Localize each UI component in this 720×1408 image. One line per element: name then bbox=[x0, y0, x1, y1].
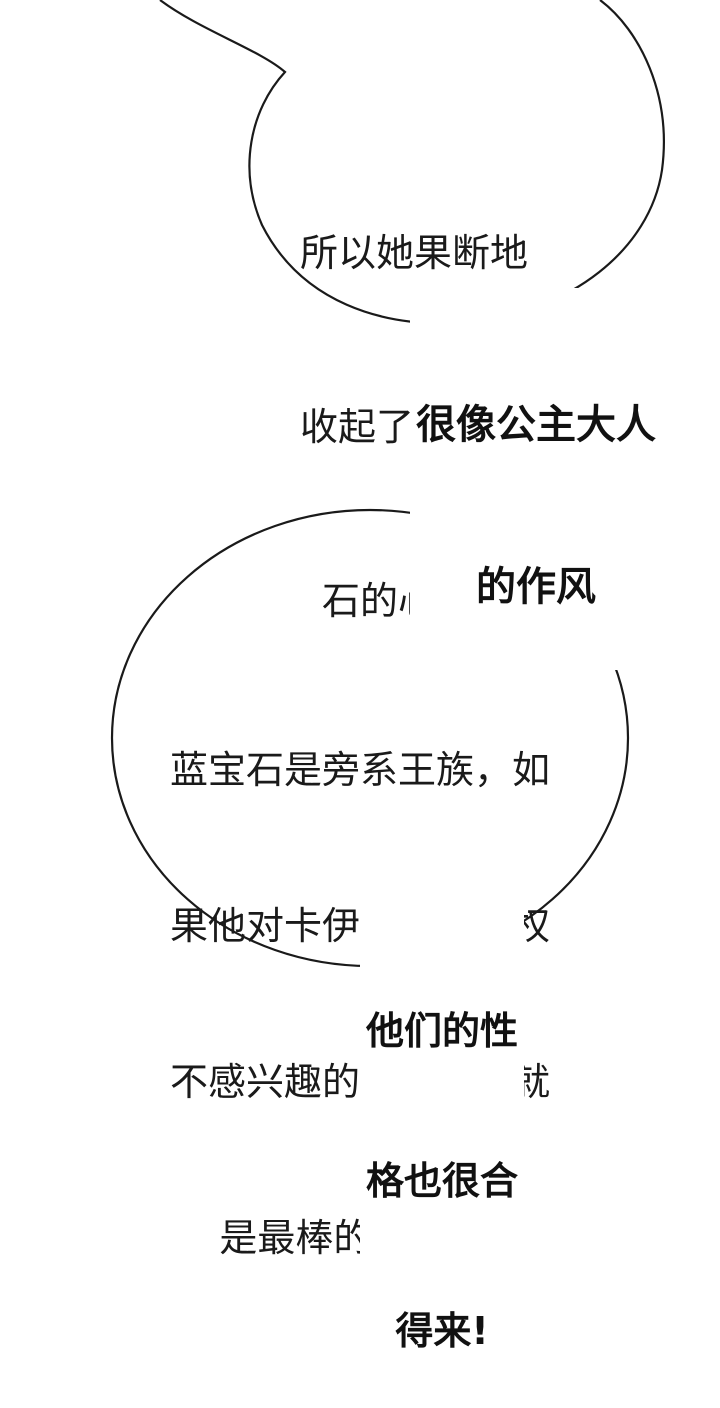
aside-top-line: 很像公主大人 bbox=[416, 402, 656, 448]
aside-bottom-line: 格也很合 bbox=[366, 1159, 519, 1203]
aside-bottom-text: 他们的性 格也很合 得来! bbox=[360, 904, 525, 1408]
aside-top-line: 的作风 bbox=[476, 564, 596, 610]
aside-bottom-line: 得来! bbox=[395, 1309, 489, 1353]
bubble-bottom-line: 蓝宝石是旁系王族，如 bbox=[169, 748, 550, 792]
speech-bubble-top bbox=[159, 0, 665, 325]
aside-bottom-line: 他们的性 bbox=[366, 1009, 519, 1053]
bubble-top-line: 所以她果断地 bbox=[300, 231, 529, 275]
aside-top-text: 很像公主大人 的作风 bbox=[410, 288, 662, 670]
